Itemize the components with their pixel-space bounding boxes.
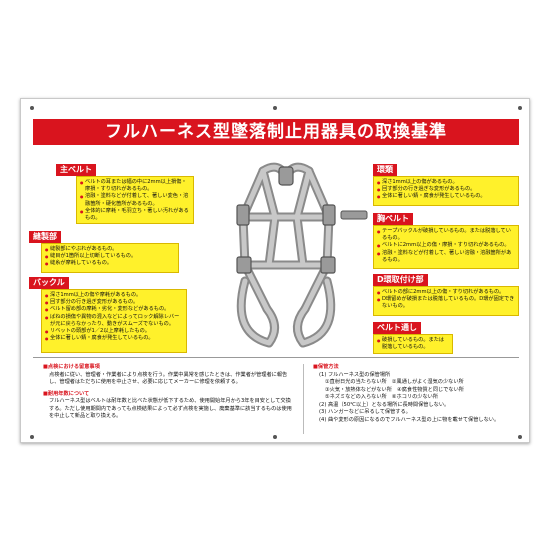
storage-title: ■保管方法 — [313, 364, 339, 370]
lifetime-text: フルハーネス型はベルトは耐年数と比べた状態が低下するため、使用開始年月から3年を… — [49, 398, 292, 419]
mount-hole — [273, 106, 277, 110]
harness-illustration-icon — [236, 162, 368, 348]
list-item: リベットの頭部が1／2以上摩耗したもの。 — [45, 328, 183, 335]
list-item: 回す部分の行き過ぎな変形があるもの。 — [377, 186, 515, 193]
list-item: 破損しているもの。または脱落しているもの。 — [377, 337, 449, 351]
list-item: ばねの損傷や異物の混入などによってロック解除レバーが元に戻らなかったり、動きがス… — [45, 314, 183, 328]
stitching-label: 縫製部 — [29, 231, 61, 243]
list-item: 縫糸が摩耗しているもの。 — [45, 260, 175, 267]
main-belt-box: ベルトの耳または幅の中に2mm以上損傷・摩損・すり切れがあるもの。 溶融・塗料な… — [76, 176, 194, 224]
buckle-label: バックル — [29, 277, 69, 289]
storage-line: (2) 高温（50℃以上）となる場所に長時間保管しない。 — [319, 401, 450, 408]
d-ring-box: ベルトの部に2mm以上の傷・すり切れがあるもの。 D環留めが破損または脱落してい… — [373, 286, 519, 316]
storage-line: ⑤ネズミなどの入らない所 ⑥ホコリの少ない所 — [325, 394, 439, 400]
list-item: 深さ1mm以上の傷があるもの。 — [377, 179, 515, 186]
lifetime-title: ■耐用年数について — [43, 390, 90, 397]
main-belt-label: 主ベルト — [56, 164, 96, 176]
ring-box: 深さ1mm以上の傷があるもの。 回す部分の行き過ぎな変形があるもの。 全体に著し… — [373, 176, 519, 206]
notes-panel: ■点検における留意事項 点検者に従い、管理者・作業者により点検を行う。作業中異常… — [33, 357, 519, 437]
d-ring-label: D環取付け部 — [373, 274, 428, 286]
inspection-notes-title: ■点検における留意事項 — [43, 364, 100, 370]
column-divider — [303, 364, 304, 434]
storage-line: ③火気・放熱体などがない所 ④腐食性物質と同じでない所 — [325, 386, 464, 393]
list-item: ベルト留め部の摩耗・劣化・変形などがあるもの。 — [45, 306, 183, 313]
list-item: テープバックルが破損しているもの。または脱落しているもの。 — [377, 228, 515, 242]
list-item: ベルトに2mm以上の傷・摩損・すり切れがあるもの。 — [377, 242, 515, 249]
list-item: 全体的に摩耗・毛羽立ち・著しい汚れがあるもの。 — [80, 208, 190, 222]
list-item: 全体に著しい錆・腐食が発生しているもの。 — [377, 193, 515, 200]
mount-hole — [518, 435, 522, 439]
mount-hole — [273, 435, 277, 439]
inspection-notes-text: 点検者に従い、管理者・作業者により点検を行う。作業中異常を感じたときは、作業者が… — [49, 371, 288, 386]
signboard: フルハーネス型墜落制止用器具の取換基準 主ベルト ベルトの耳または幅の中に2mm… — [20, 98, 530, 443]
notes-left-column: ■点検における留意事項 点検者に従い、管理者・作業者により点検を行う。作業中異常… — [43, 364, 293, 421]
stitching-box: 縫製部にやぶれがあるもの。 縫目が1箇所以上切断しているもの。 縫糸が摩耗してい… — [41, 243, 179, 273]
chest-belt-box: テープバックルが破損しているもの。または脱落しているもの。 ベルトに2mm以上の… — [373, 225, 519, 269]
list-item: 縫製部にやぶれがあるもの。 — [45, 246, 175, 253]
list-item: 縫目が1箇所以上切断しているもの。 — [45, 253, 175, 260]
storage-line: (4) 曲や変形の原因になるのでフルハーネス型の上に物を載せて保管しない。 — [319, 416, 500, 423]
list-item: 溶融・塗料などが付着して、著しい溶融・溶融箇所があるもの。 — [377, 250, 515, 264]
list-item: ベルトの部に2mm以上の傷・すり切れがあるもの。 — [377, 289, 515, 296]
list-item: 全体に著しい錆・腐食が発生しているもの。 — [45, 335, 183, 342]
list-item: 回す部分の行き過ぎ変形があるもの。 — [45, 299, 183, 306]
list-item: ベルトの耳または幅の中に2mm以上損傷・摩損・すり切れがあるもの。 — [80, 179, 190, 193]
list-item: D環留めが破損または脱落しているもの。D環が固定できないもの。 — [377, 296, 515, 310]
belt-loop-label: ベルト通し — [373, 322, 421, 334]
page-title: フルハーネス型墜落制止用器具の取換基準 — [33, 119, 519, 145]
belt-loop-box: 破損しているもの。または脱落しているもの。 — [373, 334, 453, 354]
storage-line: (1) フルハーネス型の保管場所 — [319, 371, 391, 378]
list-item: 深さ1mm以上の傷や摩耗があるもの。 — [45, 292, 183, 299]
mount-hole — [30, 435, 34, 439]
chest-belt-label: 胸ベルト — [373, 213, 413, 225]
mount-hole — [518, 106, 522, 110]
notes-right-column: ■保管方法 (1) フルハーネス型の保管場所 ①直射日光の当たらない所 ②風通し… — [313, 364, 513, 424]
storage-line: ①直射日光の当たらない所 ②風通しがよく湿気の少ない所 — [325, 379, 464, 385]
storage-line: (3) ハンガーなどに吊るして保管する。 — [319, 409, 411, 415]
buckle-box: 深さ1mm以上の傷や摩耗があるもの。 回す部分の行き過ぎ変形があるもの。 ベルト… — [41, 289, 187, 353]
mount-hole — [30, 106, 34, 110]
ring-label: 環類 — [373, 164, 397, 176]
list-item: 溶融・塗料などが付着して、著しい変色・溶融箇所・硬化箇所があるもの。 — [80, 193, 190, 207]
